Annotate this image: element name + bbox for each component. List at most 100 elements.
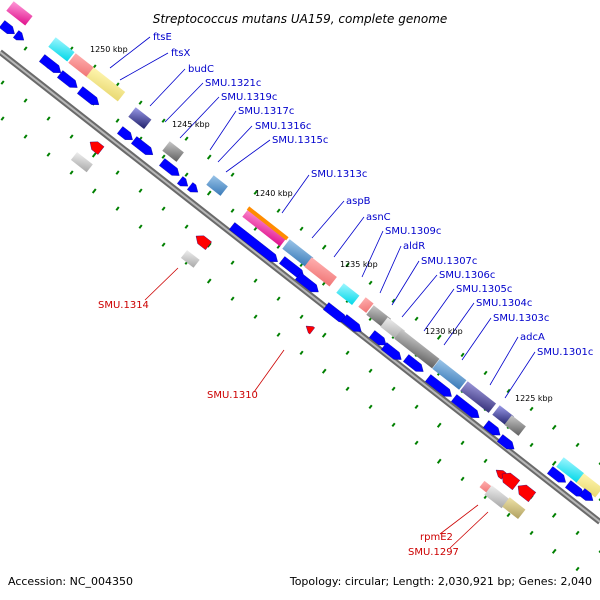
tick-dot xyxy=(91,188,97,194)
gene-label-SMU1305c[interactable]: SMU.1305c xyxy=(456,284,512,295)
tick-dot xyxy=(276,296,281,301)
gene-block[interactable] xyxy=(86,67,126,102)
gene-label-SMU1319c[interactable]: SMU.1319c xyxy=(221,92,277,103)
gene-block[interactable] xyxy=(358,297,374,313)
leader-line xyxy=(144,267,179,301)
gene-label-SMU1313c[interactable]: SMU.1313c xyxy=(311,169,367,180)
gene-arrow[interactable] xyxy=(177,176,190,189)
gene-block[interactable] xyxy=(206,175,228,196)
gene-label-adcA[interactable]: adcA xyxy=(520,332,545,343)
gene-arrow[interactable] xyxy=(451,394,482,421)
gene-block[interactable] xyxy=(180,250,200,268)
gene-arrow[interactable] xyxy=(131,136,155,158)
gene-label-ftsE[interactable]: ftsE xyxy=(153,32,172,43)
gene-label-SMU1317c[interactable]: SMU.1317c xyxy=(238,106,294,117)
gene-arrow[interactable] xyxy=(0,20,17,37)
gene-arrow[interactable] xyxy=(497,434,517,452)
tick-dot xyxy=(321,368,327,374)
gene-arrow[interactable] xyxy=(193,232,212,251)
gene-label-aspB[interactable]: aspB xyxy=(346,196,371,207)
gene-arrow[interactable] xyxy=(39,54,63,76)
gene-block[interactable] xyxy=(70,152,93,173)
gene-arrow[interactable] xyxy=(187,182,200,195)
leader-line xyxy=(449,511,489,549)
tick-dot xyxy=(368,404,373,409)
gene-arrow[interactable] xyxy=(494,467,507,480)
gene-arrow[interactable] xyxy=(547,466,568,485)
gene-arrow[interactable] xyxy=(77,86,101,108)
gene-block[interactable] xyxy=(162,141,184,162)
tick-dot xyxy=(551,424,557,430)
gene-label-rpmE2[interactable]: rpmE2 xyxy=(420,532,453,543)
gene-block[interactable] xyxy=(576,473,600,498)
gene-block[interactable] xyxy=(128,107,152,130)
tick-dot xyxy=(321,244,327,250)
gene-arrow[interactable] xyxy=(304,323,315,335)
leader-line xyxy=(217,125,253,163)
gene-label-SMU1315c[interactable]: SMU.1315c xyxy=(272,135,328,146)
gene-label-SMU1321c[interactable]: SMU.1321c xyxy=(205,78,261,89)
tick-dot xyxy=(161,154,166,159)
gene-arrow[interactable] xyxy=(117,126,135,143)
gene-block[interactable] xyxy=(68,53,95,78)
gene-label-SMU1309c[interactable]: SMU.1309c xyxy=(385,226,441,237)
label-leaders xyxy=(109,36,536,549)
leader-line xyxy=(391,260,420,306)
tick-dot xyxy=(529,530,534,536)
gene-arrow[interactable] xyxy=(87,138,105,155)
gene-block[interactable] xyxy=(6,1,33,26)
gene-arrow[interactable] xyxy=(57,70,80,91)
leader-line xyxy=(504,351,536,399)
gene-block[interactable] xyxy=(336,283,360,306)
gene-arrow[interactable] xyxy=(159,158,182,179)
gene-arrow[interactable] xyxy=(498,469,521,491)
gene-label-budC[interactable]: budC xyxy=(188,64,214,75)
gene-arrow[interactable] xyxy=(514,481,537,503)
gene-arrow[interactable] xyxy=(229,222,280,265)
gene-block[interactable] xyxy=(246,206,289,241)
tick-dot xyxy=(206,190,212,196)
gene-block[interactable] xyxy=(432,359,467,390)
gene-label-SMU1307c[interactable]: SMU.1307c xyxy=(421,256,477,267)
accession-text: Accession: NC_004350 xyxy=(8,575,133,588)
tick-dot xyxy=(115,170,120,175)
tick-dot xyxy=(414,440,419,446)
gene-block[interactable] xyxy=(304,257,337,287)
gene-label-aldR[interactable]: aldR xyxy=(403,241,425,252)
gene-arrow[interactable] xyxy=(369,330,389,348)
gene-label-SMU1310[interactable]: SMU.1310 xyxy=(207,390,258,401)
gene-arrow[interactable] xyxy=(403,354,426,375)
gene-block[interactable] xyxy=(242,207,288,247)
gene-block[interactable] xyxy=(556,457,585,483)
gene-arrow[interactable] xyxy=(425,374,454,400)
gene-block[interactable] xyxy=(502,497,526,520)
gene-label-SMU1297[interactable]: SMU.1297 xyxy=(408,547,459,558)
tick-dot xyxy=(299,226,304,231)
gene-label-SMU1304c[interactable]: SMU.1304c xyxy=(476,298,532,309)
gene-label-asnC[interactable]: asnC xyxy=(366,212,391,223)
tick-dot xyxy=(115,206,120,211)
gene-arrow[interactable] xyxy=(295,272,321,295)
tick-dot xyxy=(23,98,28,103)
gene-block[interactable] xyxy=(48,37,75,62)
gene-block[interactable] xyxy=(504,415,526,436)
tick-label-1240: 1240 kbp xyxy=(255,189,293,198)
gene-block[interactable] xyxy=(282,239,314,268)
gene-arrow[interactable] xyxy=(483,420,503,438)
gene-block[interactable] xyxy=(394,329,440,369)
gene-label-SMU1316c[interactable]: SMU.1316c xyxy=(255,121,311,132)
gene-label-SMU1306c[interactable]: SMU.1306c xyxy=(439,270,495,281)
gene-arrow[interactable] xyxy=(579,488,596,504)
gene-block[interactable] xyxy=(460,381,497,413)
tick-dot xyxy=(161,242,166,247)
gene-arrow[interactable] xyxy=(341,314,364,335)
gene-label-SMU1303c[interactable]: SMU.1303c xyxy=(493,313,549,324)
tick-dot xyxy=(299,350,304,355)
gene-label-SMU1301c[interactable]: SMU.1301c xyxy=(537,347,593,358)
gene-arrow[interactable] xyxy=(381,342,404,363)
gene-label-SMU1314[interactable]: SMU.1314 xyxy=(98,300,149,311)
gene-label-ftsX[interactable]: ftsX xyxy=(171,48,190,59)
gene-arrow[interactable] xyxy=(13,30,26,43)
gene-block[interactable] xyxy=(484,485,510,509)
